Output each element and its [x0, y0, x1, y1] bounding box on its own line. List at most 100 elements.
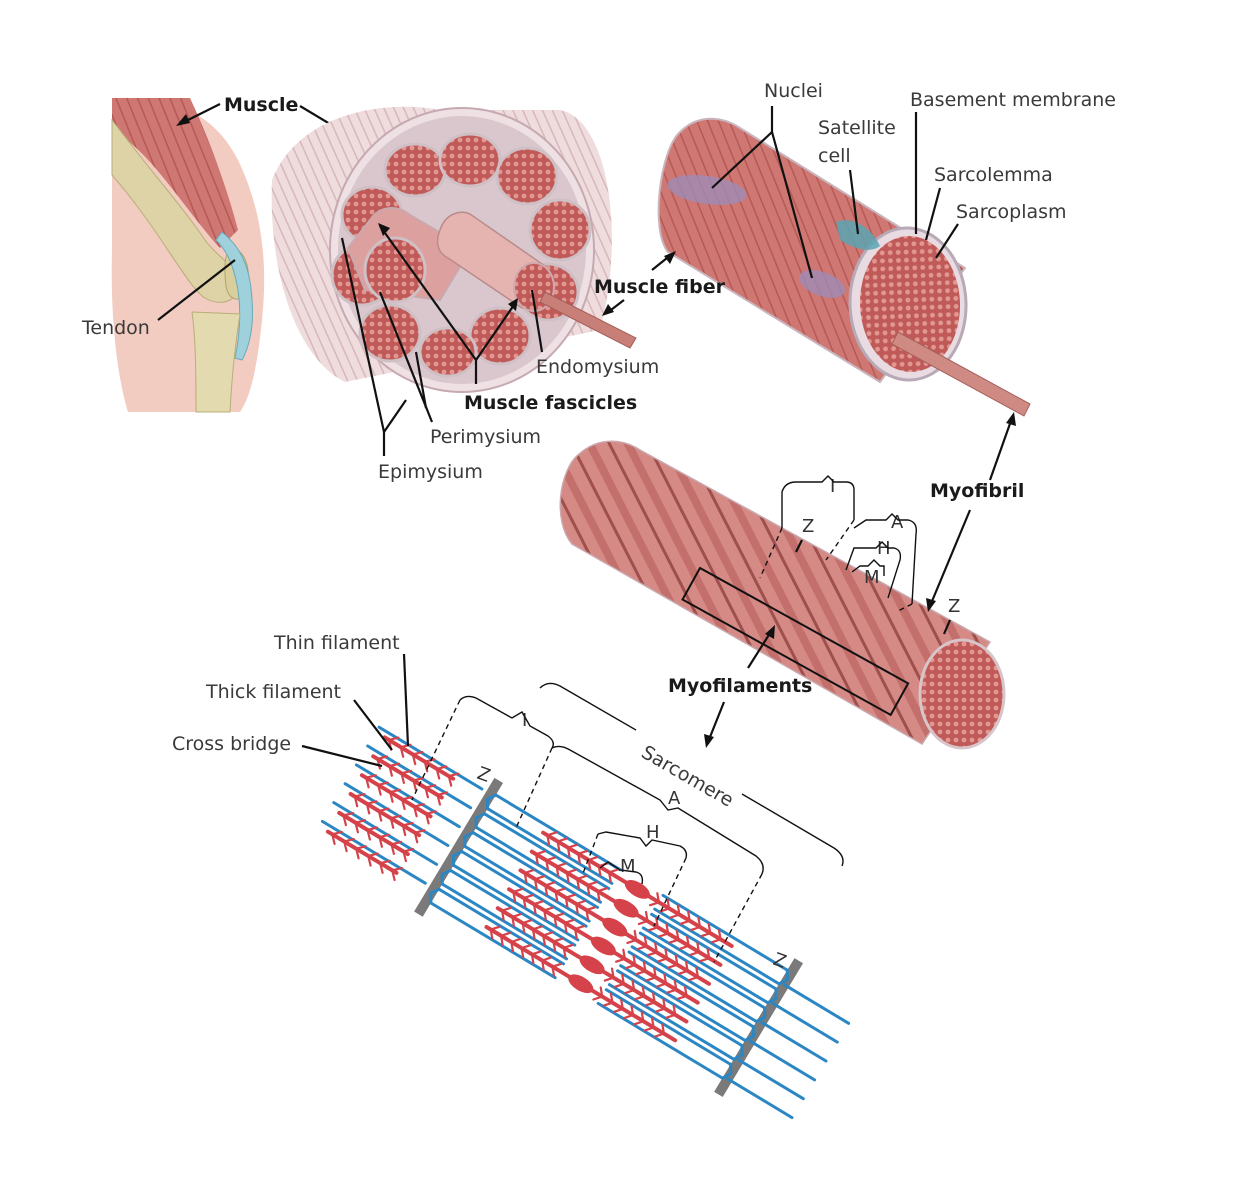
cross-bridge: [603, 976, 615, 982]
cross-bridge: [552, 940, 557, 952]
cross-bridge: [390, 843, 395, 856]
label-satellite-cell-line1: Satellite: [818, 117, 896, 139]
leader-myofibril-up: [988, 417, 1014, 481]
cross-bridge: [522, 894, 534, 900]
cross-bridge: [545, 859, 550, 871]
cross-bridge: [587, 858, 592, 871]
cross-bridge: [379, 859, 391, 865]
cross-bridge: [413, 805, 418, 818]
arrowhead-myofibril-up: [1006, 412, 1016, 426]
cross-bridge: [413, 831, 419, 844]
cross-bridge: [696, 941, 701, 954]
cross-bridge: [343, 840, 348, 853]
sarcomere-dash-h-right: [653, 857, 687, 927]
thin-filament: [638, 931, 767, 1010]
satellite-cell-shape: [836, 220, 880, 250]
label-muscle: Muscle: [224, 94, 298, 116]
cross-bridge: [343, 837, 355, 843]
cross-bridge: [489, 925, 501, 931]
cross-bridge: [376, 757, 381, 770]
cross-bridge: [599, 986, 604, 998]
cross-bridge: [412, 779, 417, 792]
label-thin-filament: Thin filament: [273, 632, 400, 654]
thin-filament: [485, 793, 498, 801]
cross-bridge: [562, 943, 574, 949]
cross-bridge: [388, 764, 393, 777]
cross-bridge: [566, 846, 571, 858]
leader-perimysium-b: [414, 351, 428, 409]
myofibril-z2-tick: [942, 619, 952, 635]
cross-bridge: [402, 850, 407, 863]
cross-bridge: [566, 843, 578, 849]
cross-bridge: [342, 814, 347, 827]
cross-bridge: [706, 947, 711, 960]
leader-nuclei-a: [711, 131, 773, 189]
label-thick-filament: Thick filament: [205, 681, 341, 703]
cross-bridge: [695, 966, 700, 979]
sarcomere-brace-full: [539, 682, 844, 867]
arrowhead-fascicles-b: [508, 298, 518, 311]
cross-bridge: [400, 769, 413, 775]
thin-filament: [743, 1034, 755, 1042]
thin-filament: [754, 1015, 767, 1023]
thick-filament: [371, 754, 444, 800]
cross-bridge: [665, 923, 670, 935]
sarcomere-letter-m: M: [620, 856, 636, 877]
cross-bridge: [389, 788, 401, 794]
cross-bridge: [411, 750, 424, 756]
cross-bridge: [630, 1004, 635, 1017]
cross-bridge: [573, 924, 586, 931]
cross-bridge: [623, 1013, 635, 1020]
cross-bridge: [365, 774, 377, 779]
cross-bridge: [377, 809, 383, 822]
cross-bridge: [541, 956, 553, 962]
leader-myofilaments-down: [706, 701, 726, 743]
cross-bridge: [609, 992, 614, 1004]
cross-bridge: [546, 834, 551, 846]
sarcomere-dash-a-right: [713, 873, 763, 963]
sarcomere-letter-z-left: Z: [474, 763, 493, 787]
cross-bridge: [366, 828, 371, 841]
cross-bridge: [683, 985, 688, 998]
cross-bridge: [388, 762, 401, 768]
cross-bridge: [690, 925, 702, 932]
myofibril-illustration: [559, 440, 1006, 750]
cross-bridge: [586, 883, 591, 896]
cross-bridge: [534, 853, 539, 865]
cross-bridge: [544, 884, 549, 896]
cross-bridge: [530, 953, 535, 965]
nucleus-2: [799, 270, 845, 298]
cross-bridge: [650, 1017, 655, 1029]
leader-thick-filament: [353, 699, 393, 751]
cross-bridge: [500, 931, 511, 937]
cross-bridge: [378, 835, 383, 848]
thin-filament: [449, 868, 577, 947]
cross-bridge: [389, 791, 394, 803]
sarcomere-letter-h: H: [646, 822, 660, 843]
sarcomere-letter-a: A: [668, 788, 681, 809]
cross-bridge: [544, 881, 556, 887]
myofibril-brace-m: [851, 559, 885, 576]
thick-filament: [359, 773, 433, 819]
sarcomere-dash-h-left: [581, 833, 599, 877]
arrowhead-myofilaments-up: [765, 625, 775, 639]
cross-bridge: [342, 811, 355, 817]
cross-bridge: [640, 1011, 645, 1023]
sarcomere-dash-i-left: [411, 699, 461, 801]
thin-filament: [452, 863, 580, 942]
thin-filament: [616, 969, 744, 1047]
cross-bridge: [637, 919, 649, 926]
cross-bridge: [447, 772, 460, 778]
cross-bridge: [541, 959, 545, 971]
cross-bridge: [377, 783, 382, 796]
sarcomere-brace-a: [551, 745, 764, 875]
cross-bridge: [523, 868, 535, 875]
cross-bridge: [553, 915, 558, 927]
cross-bridge: [679, 919, 691, 925]
cross-bridge: [621, 973, 625, 986]
thin-filament: [471, 831, 599, 909]
thin-filament: [429, 887, 441, 895]
cross-bridge: [424, 786, 429, 799]
cross-bridge: [551, 965, 556, 977]
thin-filament: [440, 882, 568, 961]
